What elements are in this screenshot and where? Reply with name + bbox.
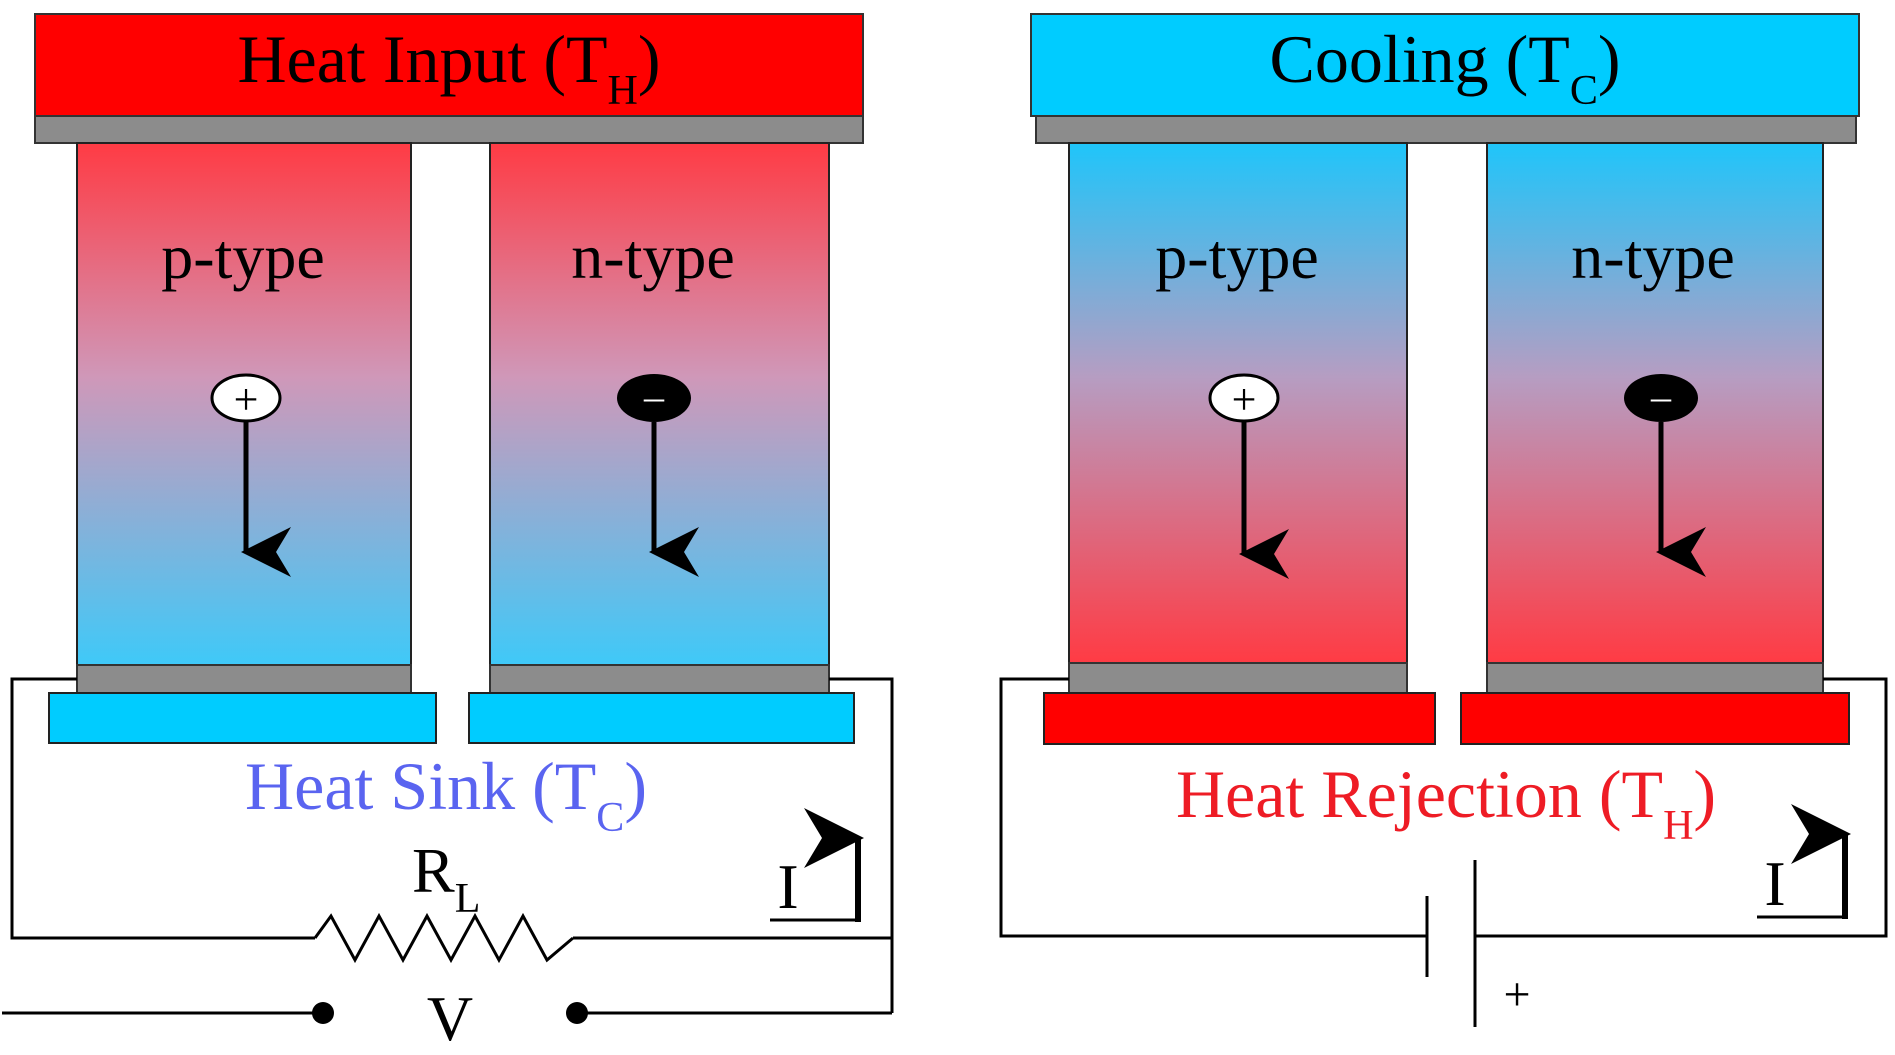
battery-plus-sign: + [1503,968,1530,1021]
bottom-contact-strip [76,664,412,694]
p-type-leg [1068,142,1408,664]
cooler-panel: Cooling (TC) p-type + n-type – Heat Reje… [999,13,1888,1027]
electron-minus-sign: – [643,374,665,419]
top-contact-strip [34,115,864,144]
electron-minus-sign: – [1650,374,1672,419]
cooling-bar [1030,13,1860,117]
hole-plus-sign: + [1232,375,1257,424]
heat-rejection-plate [1043,692,1436,745]
heat-rejection-label: Heat Rejection (TH) [1176,756,1716,849]
cooling-label: Cooling (TC) [1270,21,1621,114]
p-type-label: p-type [1155,221,1319,292]
terminal-dot [566,1002,588,1024]
voltage-label: V [427,983,473,1054]
terminal-dot [312,1002,334,1024]
heat-sink-plate [468,692,855,744]
heat-input-bar [34,13,864,117]
resistor-label: RL [412,835,480,922]
p-type-label: p-type [161,221,325,292]
current-label: I [1764,848,1785,919]
electron-carrier [617,374,691,422]
n-type-label: n-type [1571,221,1735,292]
bottom-contact-strip [489,664,830,694]
current-label: I [777,851,798,922]
heat-sink-label: Heat Sink (TC) [245,748,647,841]
generator-circuit [2,677,894,1015]
heat-sink-plate [48,692,437,744]
heat-input-label: Heat Input (TH) [237,21,660,114]
bottom-contact-strip [1068,662,1408,694]
electron-carrier [1624,374,1698,422]
top-contact-strip [1035,115,1857,144]
n-type-label: n-type [571,221,735,292]
bottom-contact-strip [1486,662,1824,694]
cooler-circuit [999,677,1888,1027]
hole-plus-sign: + [234,375,259,424]
heat-rejection-plate [1460,692,1850,745]
resistor-symbol [313,912,574,964]
generator-panel: Heat Input (TH) p-type + n-type – Heat S… [2,13,894,1054]
